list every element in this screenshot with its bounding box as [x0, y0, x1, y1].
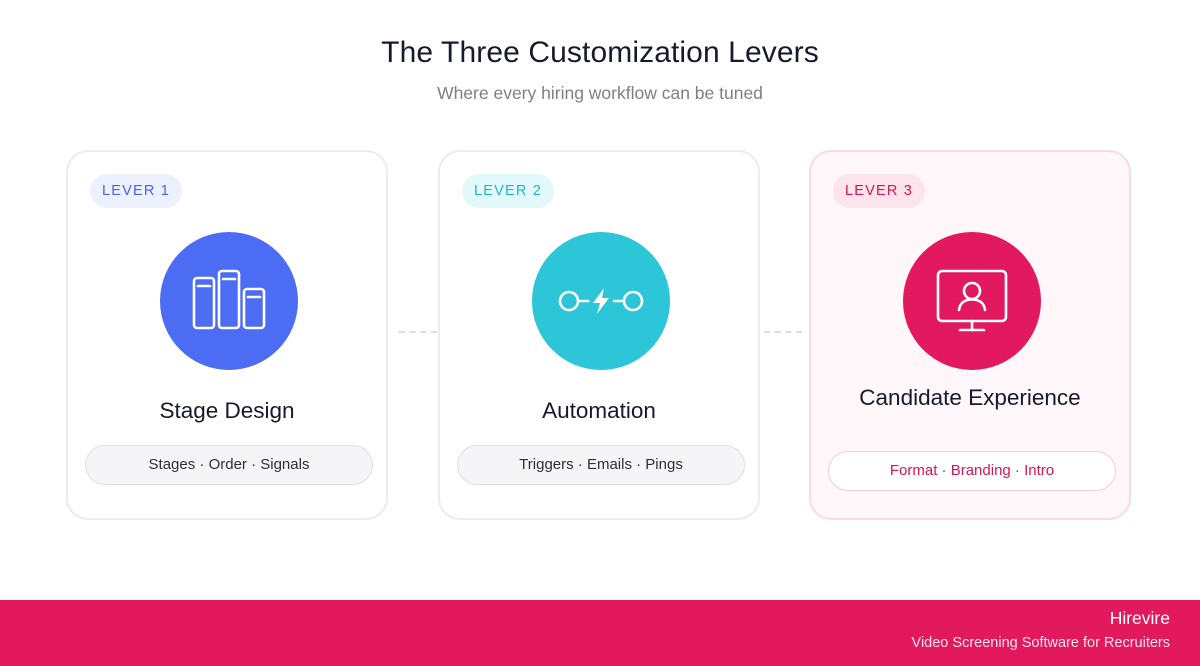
page-subtitle: Where every hiring workflow can be tuned — [437, 83, 763, 103]
lever-tags: Format · Branding · Intro — [828, 451, 1116, 491]
footer-bar: Hirevire Video Screening Software for Re… — [0, 600, 1200, 666]
lever-icon-circle — [160, 232, 298, 370]
lever-badge: LEVER 2 — [462, 174, 555, 208]
page-title: The Three Customization Levers — [381, 36, 819, 69]
lever-badge: LEVER 1 — [90, 174, 183, 208]
lever-title: Candidate Experience — [859, 385, 1081, 410]
lever-title: Automation — [542, 398, 656, 423]
lever-badge: LEVER 3 — [833, 174, 926, 208]
candidate-monitor-icon — [936, 269, 1008, 332]
lever-title: Stage Design — [159, 398, 295, 423]
brand-name: Hirevire — [1109, 608, 1170, 628]
automation-link-icon — [558, 288, 644, 314]
brand-tagline: Video Screening Software for Recruiters — [911, 635, 1170, 651]
lever-card-stage-design: LEVER 1 Stage Design Stages · Order · Si… — [66, 150, 388, 520]
pipeline-stages-icon — [192, 269, 266, 330]
lever-icon-circle — [903, 232, 1041, 370]
lever-tags: Triggers · Emails · Pings — [457, 445, 745, 485]
lever-card-candidate-experience: LEVER 3 Candidate Experience Format · Br… — [809, 150, 1131, 520]
lever-icon-circle — [532, 232, 670, 370]
lever-tags: Stages · Order · Signals — [85, 445, 373, 485]
lever-card-automation: LEVER 2 Automation Triggers · Emails · P… — [438, 150, 760, 520]
connector-dashed-line — [764, 331, 802, 333]
connector-dashed-line — [399, 331, 437, 333]
